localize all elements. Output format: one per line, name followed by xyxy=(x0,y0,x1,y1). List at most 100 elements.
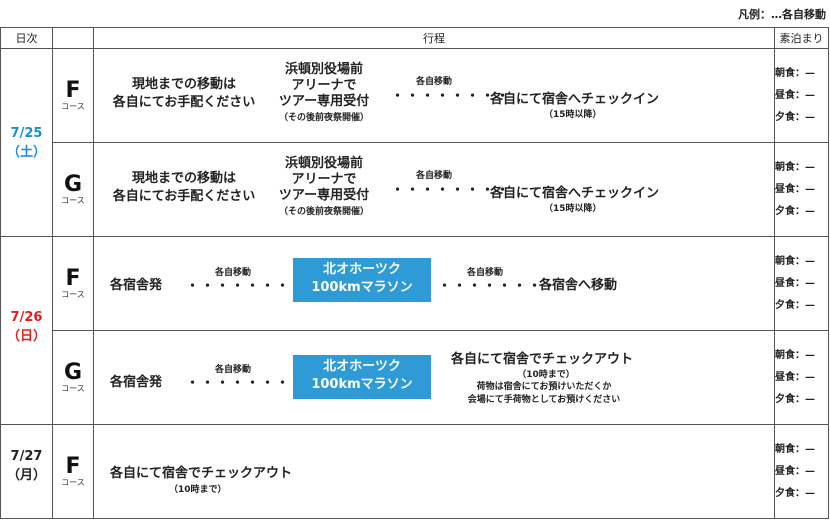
header-row: 日次 行程 素泊まり xyxy=(0,27,829,49)
dinner: 夕食：— xyxy=(775,393,815,405)
date-0727: 7/27 xyxy=(10,449,43,464)
header-stay: 素泊まり xyxy=(774,27,829,49)
plan-cell: 現地までの移動は 各自にてお手配ください 浜頓別役場前 アリーナで ツアー専用受… xyxy=(93,142,775,237)
luggage-note: 荷物は宿舎にてお預けいただくか 会場にて手荷物としてお預けください xyxy=(439,381,649,407)
breakfast: 朝食：— xyxy=(775,349,815,361)
plan-cell: 現地までの移動は 各自にてお手配ください 浜頓別役場前 アリーナで ツアー専用受… xyxy=(93,48,775,143)
move-dots: ・・・・・・・・ xyxy=(391,89,512,104)
meal-cell: 朝食：— 昼食：— 夕食：— xyxy=(774,48,829,143)
course-cell: F コース xyxy=(52,236,94,331)
move-label: 各自移動 xyxy=(416,77,453,87)
after-text: 各宿舎へ移動 xyxy=(539,278,618,293)
breakfast: 朝食：— xyxy=(775,443,815,455)
course-letter: G xyxy=(63,171,83,197)
move-label: 各自移動 xyxy=(467,268,504,278)
weekday-0727: （月） xyxy=(6,468,46,483)
checkout-text: 各自にて宿舎でチェックアウト xyxy=(451,352,634,367)
date-cell-0726: 7/26 （日） xyxy=(0,236,53,425)
checkout-text: 各自にて宿舎でチェックアウト xyxy=(110,466,293,481)
checkout-time: （10時まで） xyxy=(517,370,575,380)
venue-line: アリーナで xyxy=(291,172,357,187)
plan-cell: 各自にて宿舎でチェックアウト （10時まで） xyxy=(93,424,775,519)
venue-note: （その後前夜祭開催） xyxy=(278,113,369,123)
move-dots: ・・・・・・・・ xyxy=(391,183,512,198)
marathon-badge: 北オホーツク 100kmマラソン xyxy=(293,258,431,302)
marathon-line: 北オホーツク xyxy=(323,262,401,277)
lunch: 昼食：— xyxy=(775,371,815,383)
self-travel-line: 現地までの移動は xyxy=(131,77,236,92)
table-row: 7/25 （土） F コース 現地までの移動は 各自にてお手配ください 浜頓別役… xyxy=(0,48,829,237)
luggage-line: 荷物は宿舎にてお預けいただくか xyxy=(476,382,612,392)
move-dots: ・・・・・・・・ xyxy=(438,279,559,294)
meal-cell: 朝食：— 昼食：— 夕食：— xyxy=(774,330,829,425)
venue-note: （その後前夜祭開催） xyxy=(278,207,369,217)
dinner: 夕食：— xyxy=(775,205,815,217)
legend: 凡例：…各自移動 xyxy=(738,8,826,21)
self-travel-note: 現地までの移動は 各自にてお手配ください xyxy=(104,170,264,206)
plan-cell: 各宿舎発 各自移動 ・・・・・・・・ 北オホーツク 100kmマラソン 各自移動… xyxy=(93,236,775,331)
dinner: 夕食：— xyxy=(775,487,815,499)
checkin-text: 各自にて宿舎へチェックイン xyxy=(490,92,660,107)
lunch: 昼食：— xyxy=(775,277,815,289)
lunch: 昼食：— xyxy=(775,89,815,101)
header-course xyxy=(52,27,94,49)
breakfast: 朝食：— xyxy=(775,161,815,173)
weekday-0726: （日） xyxy=(6,329,46,344)
marathon-line: 100kmマラソン xyxy=(311,377,413,392)
course-letter: G xyxy=(63,359,83,385)
table-row: 7/26 （日） F コース 各宿舎発 各自移動 ・・・・・・・・ 北オホーツク… xyxy=(0,236,829,425)
table-row: G コース 現地までの移動は 各自にてお手配ください 浜頓別役場前 アリーナで … xyxy=(1,142,829,237)
move-dots: ・・・・・・・・ xyxy=(186,376,307,391)
table-row: 7/27 （月） F コース 各自にて宿舎でチェックアウト （10時まで） 朝食… xyxy=(0,424,829,519)
meal-cell: 朝食：— 昼食：— 夕食：— xyxy=(774,424,829,519)
lunch: 昼食：— xyxy=(775,183,815,195)
self-travel-note: 現地までの移動は 各自にてお手配ください xyxy=(104,76,264,112)
itinerary-table: 日次 行程 素泊まり 7/25 （土） F コース 現地までの移動は 各自にてお… xyxy=(0,27,829,519)
course-cell: G コース xyxy=(52,142,94,237)
table-row: G コース 各宿舎発 各自移動 ・・・・・・・・ 北オホーツク 100kmマラソ… xyxy=(1,330,829,425)
venue-line: ツアー専用受付 xyxy=(278,188,370,203)
checkin-text: 各自にて宿舎へチェックイン xyxy=(490,186,660,201)
header-plan: 行程 xyxy=(93,27,775,49)
course-label: コース xyxy=(61,477,85,487)
plan-cell: 各宿舎発 各自移動 ・・・・・・・・ 北オホーツク 100kmマラソン 各自にて… xyxy=(93,330,775,425)
course-letter: F xyxy=(65,265,81,291)
meal-cell: 朝食：— 昼食：— 夕食：— xyxy=(774,236,829,331)
venue-line: 浜頓別役場前 xyxy=(284,156,363,171)
luggage-line: 会場にて手荷物としてお預けください xyxy=(467,395,621,405)
dinner: 夕食：— xyxy=(775,299,815,311)
course-cell: F コース xyxy=(52,48,94,143)
date-cell-0725: 7/25 （土） xyxy=(0,48,53,237)
move-label: 各自移動 xyxy=(416,171,453,181)
checkin-time: （15時以降） xyxy=(544,110,602,120)
date-cell-0727: 7/27 （月） xyxy=(0,424,53,519)
course-cell: G コース xyxy=(52,330,94,425)
course-cell: F コース xyxy=(52,424,94,519)
depart-text: 各宿舎発 xyxy=(110,278,163,293)
self-travel-line: 各自にてお手配ください xyxy=(112,189,256,204)
venue-line: アリーナで xyxy=(291,78,357,93)
course-letter: F xyxy=(65,453,81,479)
course-label: コース xyxy=(61,101,85,111)
meal-cell: 朝食：— 昼食：— 夕食：— xyxy=(774,142,829,237)
venue-line: 浜頓別役場前 xyxy=(284,62,363,77)
course-label: コース xyxy=(61,289,85,299)
venue-info: 浜頓別役場前 アリーナで ツアー専用受付 （その後前夜祭開催） xyxy=(264,156,384,220)
breakfast: 朝食：— xyxy=(775,67,815,79)
date-0725: 7/25 xyxy=(10,125,43,141)
venue-info: 浜頓別役場前 アリーナで ツアー専用受付 （その後前夜祭開催） xyxy=(264,62,384,126)
course-letter: F xyxy=(65,77,81,103)
breakfast: 朝食：— xyxy=(775,255,815,267)
move-dots: ・・・・・・・・ xyxy=(186,279,307,294)
move-label: 各自移動 xyxy=(215,268,252,278)
marathon-line: 北オホーツク xyxy=(323,359,401,374)
weekday-0725: （土） xyxy=(6,144,46,160)
course-label: コース xyxy=(61,383,85,393)
date-0726: 7/26 xyxy=(10,310,43,325)
dinner: 夕食：— xyxy=(775,111,815,123)
depart-text: 各宿舎発 xyxy=(110,375,163,390)
course-label: コース xyxy=(61,195,85,205)
marathon-line: 100kmマラソン xyxy=(311,280,413,295)
checkin-time: （15時以降） xyxy=(544,204,602,214)
checkout-time: （10時まで） xyxy=(169,485,227,495)
